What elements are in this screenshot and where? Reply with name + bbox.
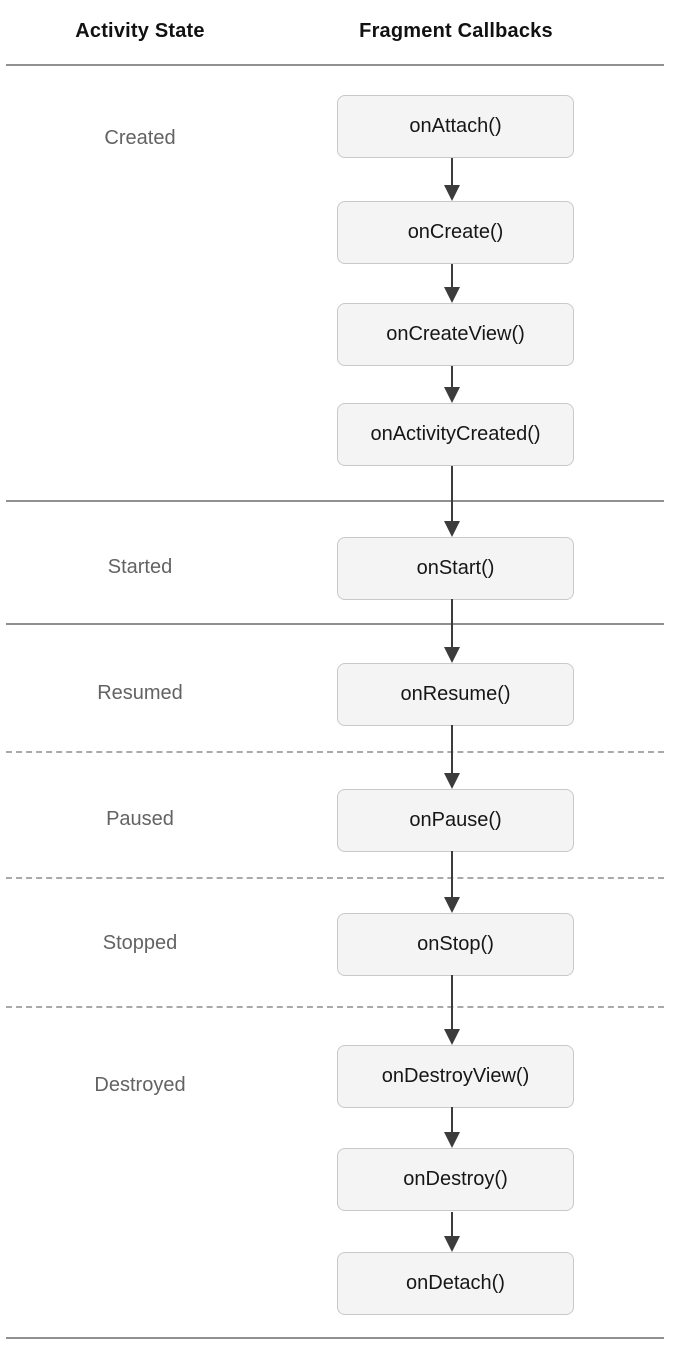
- arrow-head-icon: [444, 647, 460, 663]
- arrow-onactivitycreated-to-onstart: [444, 466, 460, 537]
- separator-created-started-solid: [6, 500, 664, 502]
- callback-box-onpause: onPause(): [337, 789, 574, 852]
- arrow-shaft: [451, 851, 453, 901]
- state-label-paused: Paused: [106, 808, 174, 830]
- arrow-shaft: [451, 1107, 453, 1136]
- arrow-shaft: [451, 264, 453, 291]
- separator-header-solid: [6, 64, 664, 66]
- column-header-fragment-callbacks: Fragment Callbacks: [359, 20, 553, 42]
- state-label-started: Started: [107, 556, 173, 578]
- column-header-activity-state: Activity State: [75, 20, 205, 42]
- arrow-shaft: [451, 466, 453, 525]
- callback-box-onactivitycreated: onActivityCreated(): [337, 403, 574, 466]
- state-label-stopped: Stopped: [102, 932, 178, 954]
- arrow-onstop-to-ondestroyview: [444, 975, 460, 1045]
- separator-bottom-solid: [6, 1337, 664, 1339]
- arrow-onstart-to-onresume: [444, 599, 460, 663]
- separator-started-resumed-solid: [6, 623, 664, 625]
- state-label-created: Created: [104, 127, 176, 149]
- callback-box-onstop: onStop(): [337, 913, 574, 976]
- arrow-shaft: [451, 1212, 453, 1240]
- arrow-shaft: [451, 158, 453, 189]
- arrow-shaft: [451, 975, 453, 1033]
- arrow-oncreate-to-oncreateview: [444, 264, 460, 303]
- arrow-head-icon: [444, 1236, 460, 1252]
- arrow-oncreateview-to-onactivitycreated: [444, 366, 460, 403]
- callback-box-ondestroy: onDestroy(): [337, 1148, 574, 1211]
- arrow-shaft: [451, 599, 453, 651]
- arrow-onresume-to-onpause: [444, 725, 460, 789]
- arrow-shaft: [451, 725, 453, 777]
- arrow-head-icon: [444, 287, 460, 303]
- arrow-ondestroyview-to-ondestroy: [444, 1107, 460, 1148]
- arrow-onpause-to-onstop: [444, 851, 460, 913]
- separator-stopped-destroyed-dashed: [6, 1006, 664, 1008]
- arrow-onattach-to-oncreate: [444, 158, 460, 201]
- arrow-ondestroy-to-ondetach: [444, 1212, 460, 1252]
- callback-box-oncreateview: onCreateView(): [337, 303, 574, 366]
- state-label-destroyed: Destroyed: [94, 1074, 186, 1096]
- callback-box-ondestroyview: onDestroyView(): [337, 1045, 574, 1108]
- separator-paused-stopped-dashed: [6, 877, 664, 879]
- callback-box-onattach: onAttach(): [337, 95, 574, 158]
- callback-box-ondetach: onDetach(): [337, 1252, 574, 1315]
- callback-box-onstart: onStart(): [337, 537, 574, 600]
- arrow-head-icon: [444, 1132, 460, 1148]
- callback-box-oncreate: onCreate(): [337, 201, 574, 264]
- separator-resumed-paused-dashed: [6, 751, 664, 753]
- arrow-head-icon: [444, 521, 460, 537]
- callback-box-onresume: onResume(): [337, 663, 574, 726]
- arrow-head-icon: [444, 1029, 460, 1045]
- arrow-shaft: [451, 366, 453, 391]
- arrow-head-icon: [444, 773, 460, 789]
- arrow-head-icon: [444, 897, 460, 913]
- state-label-resumed: Resumed: [97, 682, 183, 704]
- arrow-head-icon: [444, 387, 460, 403]
- arrow-head-icon: [444, 185, 460, 201]
